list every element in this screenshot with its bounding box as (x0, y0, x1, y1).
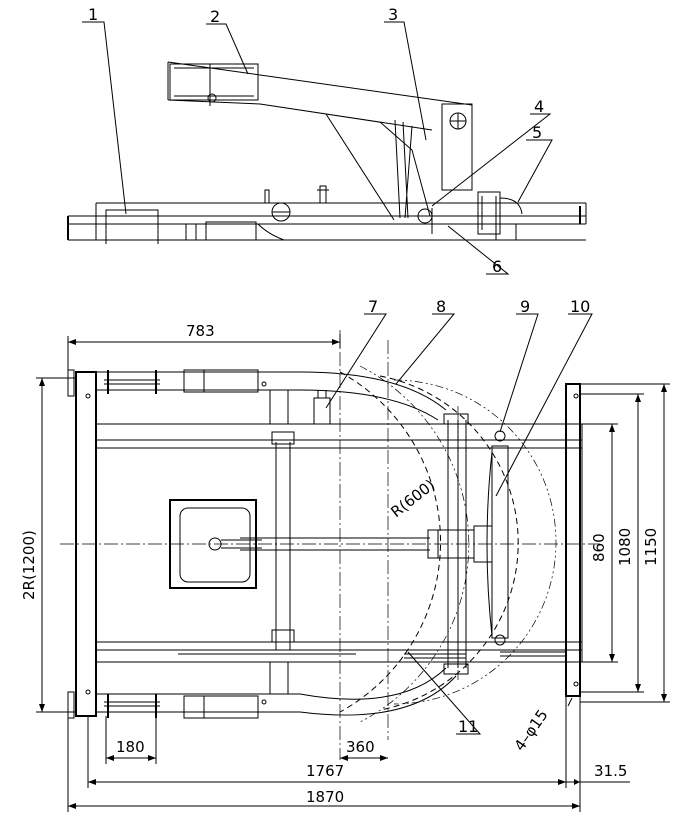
callout-5: 5 (532, 123, 542, 142)
dim-180: 180 (116, 738, 145, 756)
callout-10: 10 (570, 297, 590, 316)
leader-lines (82, 21, 593, 735)
dim-860: 860 (590, 533, 608, 562)
dim-1150: 1150 (642, 528, 660, 566)
dim-1767: 1767 (306, 762, 344, 780)
callout-2: 2 (210, 7, 220, 26)
dim-r600: R(600) (387, 476, 438, 521)
plan-view (60, 330, 600, 760)
callout-4: 4 (534, 97, 544, 116)
side-elevation-view (67, 61, 587, 244)
dim-2r1200: 2R(1200) (20, 530, 38, 600)
dim-1080: 1080 (616, 528, 634, 566)
callout-9: 9 (520, 297, 530, 316)
dimension-lines (36, 334, 670, 812)
dim-783: 783 (186, 322, 215, 340)
dim-1870: 1870 (306, 788, 344, 806)
callout-8: 8 (436, 297, 446, 316)
callout-7: 7 (368, 297, 378, 316)
callout-labels: 1 2 3 4 5 6 7 8 9 10 11 (88, 5, 590, 736)
dim-360: 360 (346, 738, 375, 756)
dim-31-5: 31.5 (594, 762, 627, 780)
callout-6: 6 (492, 257, 502, 276)
callout-11: 11 (458, 717, 478, 736)
callout-3: 3 (388, 5, 398, 24)
dim-4-phi15: 4–φ15 (511, 706, 552, 754)
callout-1: 1 (88, 5, 98, 24)
